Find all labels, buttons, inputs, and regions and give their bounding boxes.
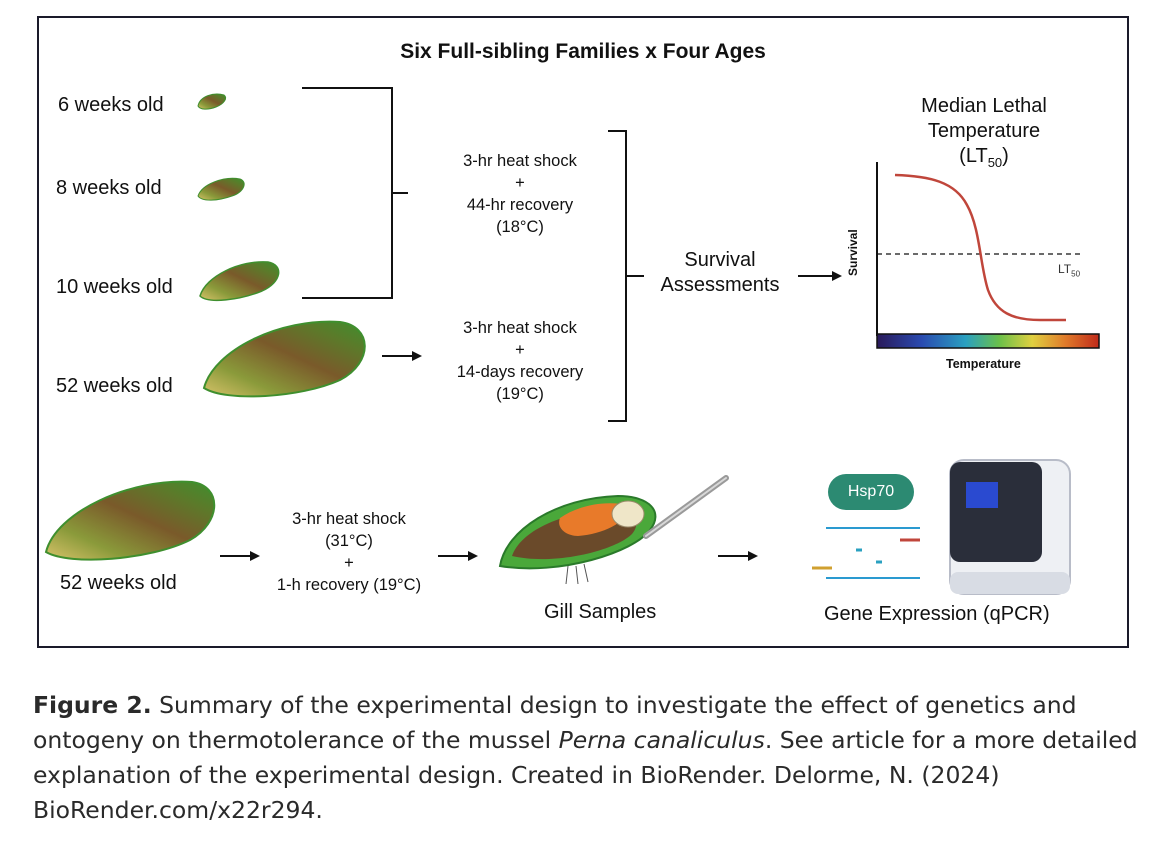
gene-expression-label: Gene Expression (qPCR) (824, 603, 1050, 625)
mussel-8wk-icon (197, 177, 245, 201)
bracket-treatments (608, 130, 644, 422)
dna-strands-icon (812, 527, 920, 579)
treatment-gene-line4: 1-h recovery (19°C) (276, 576, 422, 594)
bracket-juvenile (302, 87, 408, 299)
figure-title: Six Full-sibling Families x Four Ages (400, 40, 766, 63)
mussel-10wk-icon (199, 261, 280, 302)
mussel-6wk-icon (197, 93, 227, 110)
survival-line2: Assessments (660, 274, 780, 296)
lt50-chart-ylabel: Survival (846, 229, 860, 276)
treatment-adult-line1: 3-hr heat shock (463, 319, 577, 337)
caption-text-2: . See article for a more detailed explan… (33, 726, 1138, 824)
treatment-juvenile-line4: (18°C) (496, 218, 544, 236)
lt50-marker-label: LT50 (1058, 262, 1081, 279)
age-label-10wk: 10 weeks old (56, 276, 173, 298)
survival-curve (894, 173, 1066, 322)
hsp70-badge: Hsp70 (828, 474, 914, 510)
treatment-adult-line3: 14-days recovery (456, 363, 584, 381)
temperature-gradient-bar (876, 333, 1100, 349)
lt50-title-line2: Temperature (927, 120, 1041, 142)
gill-samples-label: Gill Samples (544, 601, 657, 623)
treatment-gene-plus: + (344, 554, 354, 572)
age-label-52wk-bottom: 52 weeks old (60, 572, 177, 594)
lt50-chart (876, 162, 1100, 349)
qpcr-machine-icon (949, 459, 1071, 595)
age-label-8wk: 8 weeks old (56, 177, 162, 199)
caption-text-1: Summary of the experimental design to in… (33, 691, 1077, 754)
caption-species: Perna canaliculus (558, 726, 765, 754)
lt50-chart-title: Median Lethal Temperature (LT50) (896, 94, 1072, 175)
treatment-adult: 3-hr heat shock + 14-days recovery (19°C… (430, 317, 610, 405)
mussel-52wk-top-icon (202, 320, 366, 398)
survival-line1: Survival (684, 249, 756, 271)
treatment-gene-line1: 3-hr heat shock (292, 510, 406, 528)
figure-frame: Six Full-sibling Families x Four Ages (37, 16, 1129, 648)
gill-sample-icon (498, 475, 729, 585)
treatment-juvenile-line3: 44-hr recovery (466, 196, 574, 214)
treatment-juvenile: 3-hr heat shock + 44-hr recovery (18°C) (430, 150, 610, 238)
age-label-6wk: 6 weeks old (58, 94, 164, 116)
treatment-gene-line2: (31°C) (325, 532, 373, 550)
mussel-52wk-bottom-icon (44, 480, 216, 561)
caption-figure-label: Figure 2. (33, 691, 152, 719)
survival-assessments: Survival Assessments (650, 248, 790, 298)
lt50-chart-xlabel: Temperature (946, 357, 1021, 371)
age-label-52wk-top: 52 weeks old (56, 375, 173, 397)
lt50-title-line3: (LT50) (959, 145, 1009, 170)
figure-caption: Figure 2. Summary of the experimental de… (33, 688, 1143, 828)
treatment-adult-line4: (19°C) (496, 385, 544, 403)
treatment-adult-plus: + (515, 341, 525, 359)
treatment-gene: 3-hr heat shock (31°C) + 1-h recovery (1… (258, 508, 440, 596)
lt50-title-line1: Median Lethal (921, 95, 1047, 117)
treatment-juvenile-plus: + (515, 174, 525, 192)
treatment-juvenile-line1: 3-hr heat shock (463, 152, 577, 170)
